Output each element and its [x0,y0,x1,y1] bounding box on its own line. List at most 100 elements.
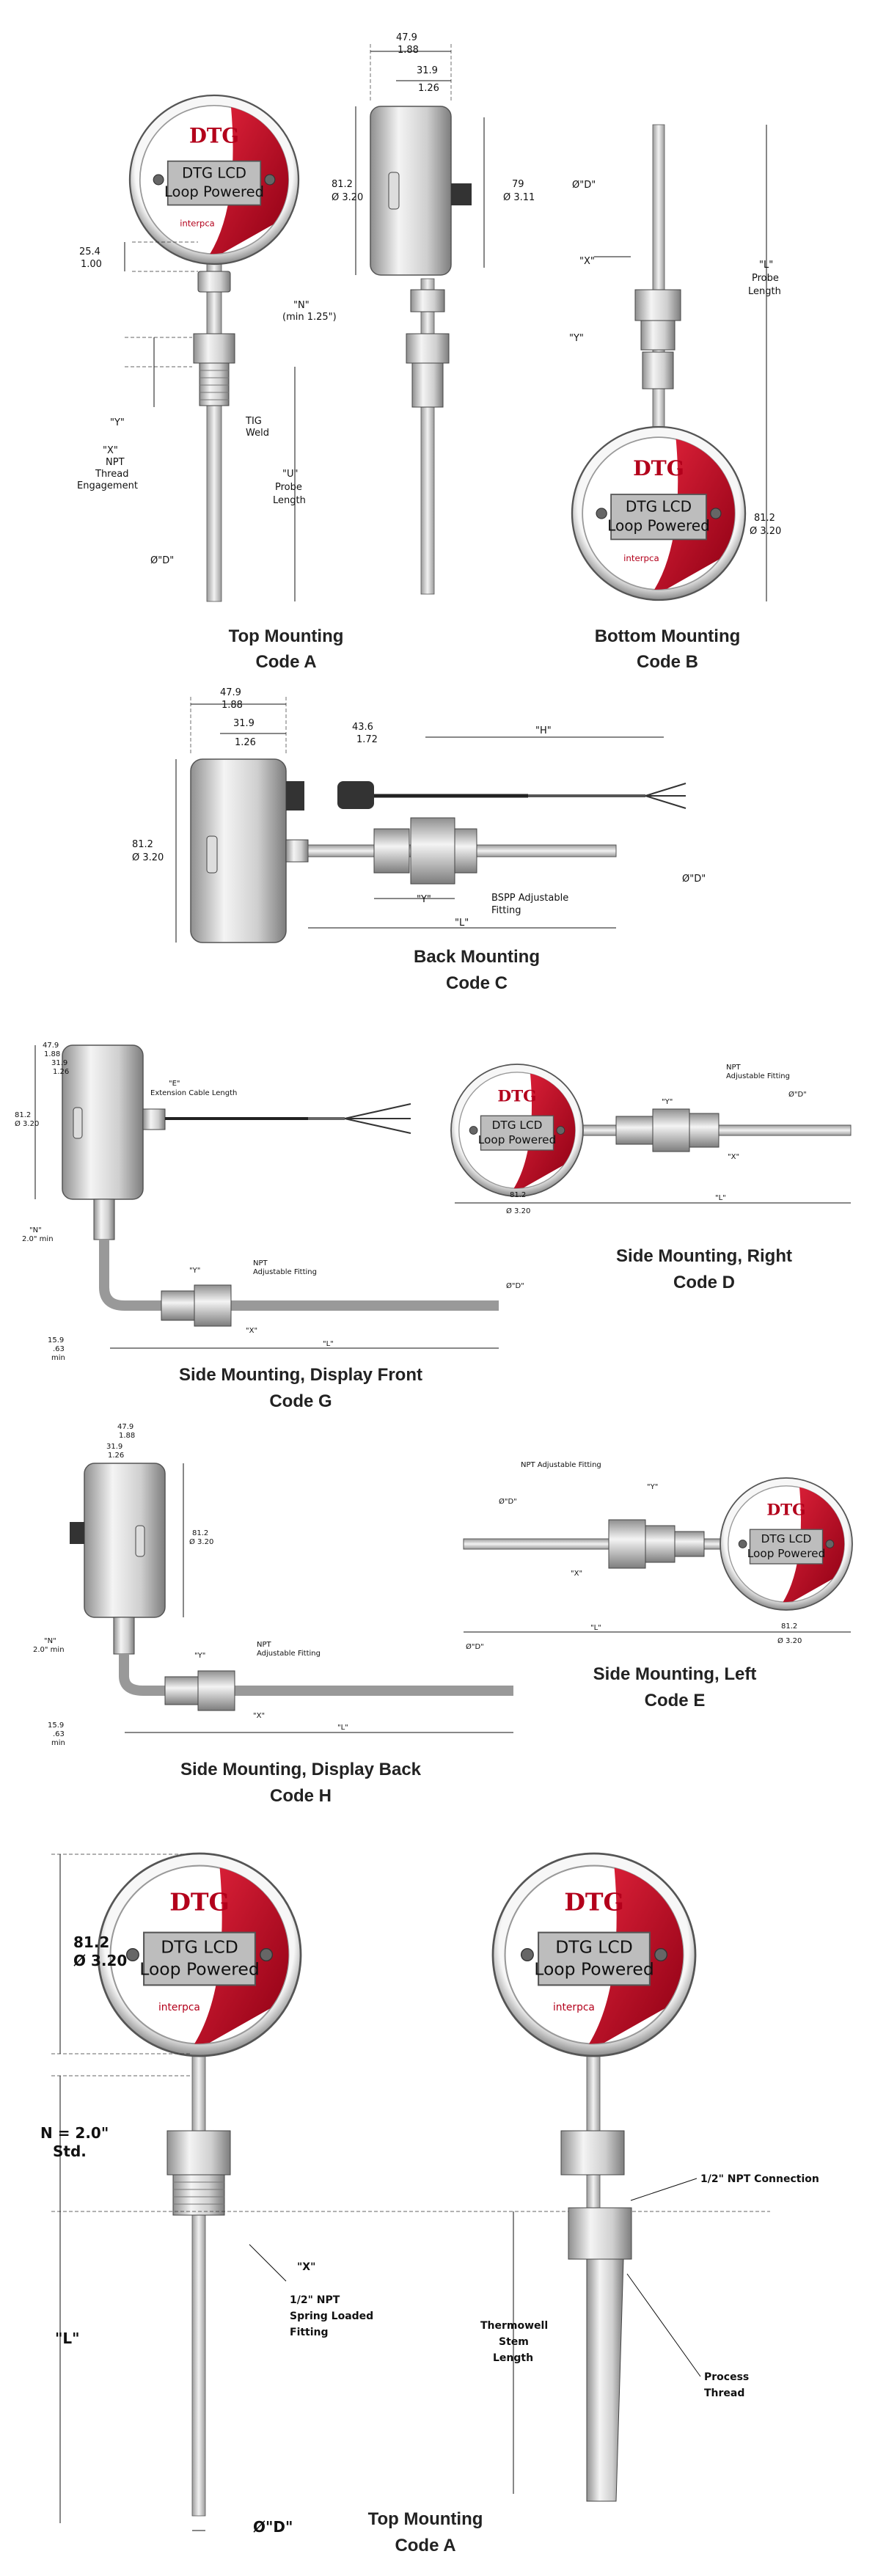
dim-g-dia-in: Ø 3.20 [15,1119,39,1128]
label-weld: Weld [246,428,269,439]
dim-g-min-mm: 15.9 [48,1336,64,1344]
label-g-npt: NPT [253,1259,268,1267]
label-l-spring1: 1/2" NPT [290,2294,340,2306]
dim-e-dia-in: Ø 3.20 [777,1636,802,1645]
label-g-y: "Y" [189,1267,200,1275]
label-l-d: Ø"D" [253,2518,293,2536]
dim-width-in: 1.88 [398,45,419,56]
gauge-brand: DTG [189,123,239,147]
dim-c-width-in: 1.88 [222,700,243,711]
label-h-l: "L" [337,1724,348,1732]
lcd-r-line1: DTG LCD [555,1936,633,1957]
dim-back-in: Ø 3.11 [503,192,535,203]
dim-h-min-in: .63 [53,1730,65,1738]
caption-side-left: Side Mounting, Left [593,1664,757,1684]
view-top-mounting-side: 47.9 1.88 31.9 1.26 81.2 Ø 3.20 79 Ø 3.1… [332,32,535,595]
label-b-y: "Y" [569,333,584,344]
lcd-l-line2: Loop Powered [139,1959,259,1980]
label-probe-length: Length [273,495,306,506]
label-b-probe: Probe [752,273,779,284]
caption-code-a-2: Code A [395,2536,455,2555]
label-g-l: "L" [323,1340,334,1348]
dim-h-dia-mm: 81.2 [192,1529,208,1537]
label-g-d: Ø"D" [506,1281,524,1290]
lcd-e-line1: DTG LCD [761,1532,812,1545]
dim-e-dia-mm: 81.2 [781,1622,797,1631]
view-side-mounting-d: DTG DTG LCD Loop Powered "Y" NPT Adjusta… [450,1064,852,1292]
dim-d-dia-mm: 81.2 [510,1191,526,1199]
lcd-l-line1: DTG LCD [161,1936,238,1957]
caption-code-b: Code B [637,652,698,672]
label-g-n: "N" [29,1226,42,1234]
logo-l-text: interpca [158,2002,200,2013]
caption-code-c: Code C [446,973,508,993]
label-r-process: Process [704,2371,749,2383]
label-r-thermowell1: Thermowell [480,2320,548,2332]
lcd-line2: Loop Powered [164,183,264,200]
label-l-n-std: N = 2.0" [40,2124,109,2142]
lcd-e-line2: Loop Powered [747,1547,826,1560]
label-thread: Thread [95,469,128,480]
label-c-h: "H" [535,725,552,736]
label-npt: NPT [106,457,125,468]
label-l-l: "L" [55,2330,80,2347]
dim-h-width-mm: 47.9 [117,1423,133,1431]
dim-h-min: min [51,1739,65,1747]
label-e-l: "L" [590,1624,601,1632]
label-b-length: Length [748,286,781,297]
label-r-thermowell2: Stem [499,2336,529,2348]
lcd-line1: DTG LCD [182,165,246,182]
dim-stem-in: 1.00 [81,259,102,270]
gauge-r-brand: DTG [564,1887,624,1916]
dim-l-dia-mm: 81.2 [73,1933,109,1951]
lcd-r-line2: Loop Powered [534,1959,653,1980]
label-d-npt: NPT [726,1064,742,1072]
dim-d-dia-in: Ø 3.20 [506,1207,530,1215]
label-d-d: Ø"D" [788,1090,807,1099]
label-e-d: Ø"D" [499,1497,517,1506]
dim-g-width-in: 1.88 [44,1050,60,1058]
caption-side-display-front: Side Mounting, Display Front [179,1365,422,1385]
label-b-l: "L" [759,260,773,271]
label-d-x: "X" [728,1153,739,1161]
gauge-e-brand: DTG [766,1501,805,1519]
lcd-b-line1: DTG LCD [626,498,692,516]
dim-g-dia-mm: 81.2 [15,1111,31,1119]
dim-c-cable-in: 1.72 [356,734,378,745]
label-l-std: Std. [53,2143,87,2160]
view-top-mounting-large-right: DTG DTG LCD Loop Powered interpca 1/2" N… [480,1852,819,2502]
dim-l-dia-in: Ø 3.20 [73,1952,127,1969]
label-u: "U" [282,469,298,480]
label-n-min: (min 1.25") [282,312,337,323]
label-b-d: Ø"D" [572,180,596,191]
label-engagement: Engagement [77,480,138,491]
label-h-x: "X" [253,1712,265,1720]
label-d: Ø"D" [150,555,174,566]
label-h-n: "N" [44,1637,56,1645]
gauge-b-brand: DTG [633,455,684,480]
label-c-l: "L" [455,918,469,929]
caption-side-display-back: Side Mounting, Display Back [180,1760,422,1779]
dim-h-body-mm: 31.9 [106,1443,122,1451]
label-g-adj: Adjustable Fitting [253,1268,317,1276]
label-h-d: Ø"D" [466,1642,484,1651]
label-h-adj: Adjustable Fitting [257,1650,321,1658]
view-side-mounting-h: 47.9 1.88 31.9 1.26 81.2 Ø 3.20 "N" 2.0"… [33,1423,513,1806]
caption-top-mounting: Top Mounting [229,626,344,646]
dim-c-width-mm: 47.9 [220,687,241,698]
dim-b-dia-in: Ø 3.20 [750,526,781,537]
label-g-n-min: 2.0" min [22,1235,54,1243]
gauge-l-brand: DTG [169,1887,230,1916]
label-l-spring2: Spring Loaded [290,2310,373,2322]
caption-back-mounting: Back Mounting [414,947,540,967]
dim-body-in: 1.26 [418,83,439,94]
label-tig: TIG [245,416,262,427]
dim-body-mm: 31.9 [417,65,438,76]
lcd-d-line2: Loop Powered [478,1133,557,1146]
dim-h-body-in: 1.26 [108,1452,124,1460]
label-c-bspp2: Fitting [491,905,521,916]
lcd-b-line2: Loop Powered [607,517,710,535]
logo-r-text: interpca [553,2002,595,2013]
dim-g-min: min [51,1354,65,1362]
